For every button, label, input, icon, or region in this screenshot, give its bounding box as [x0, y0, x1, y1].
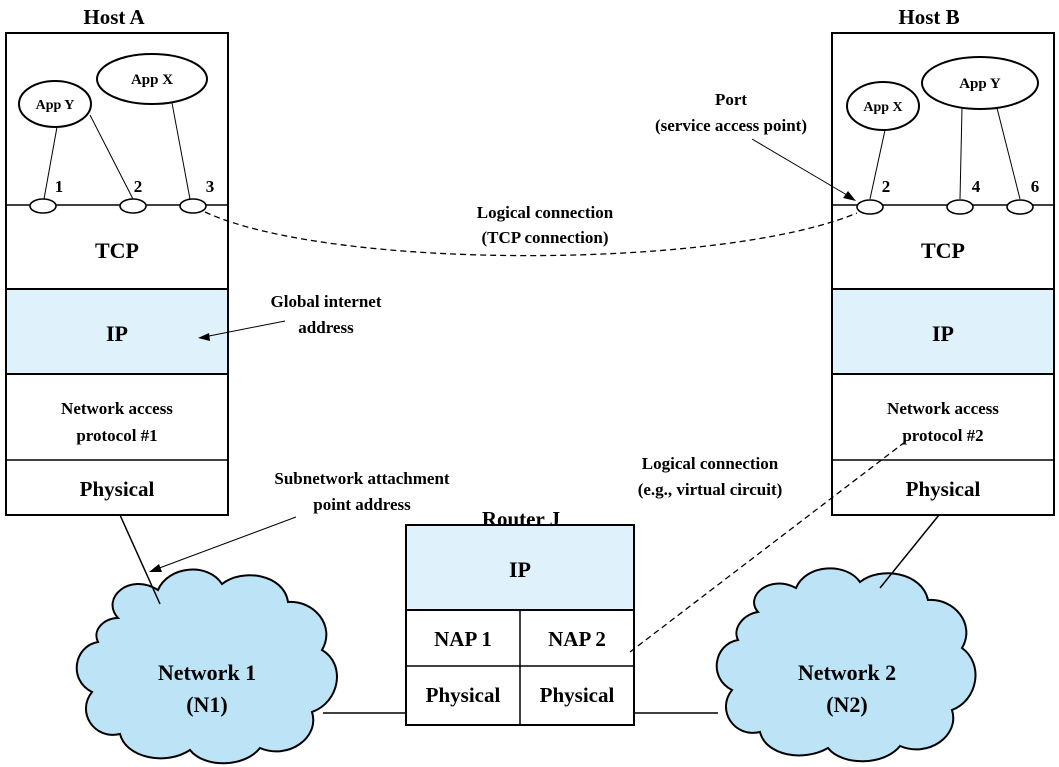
tcp-logical-connection — [204, 211, 858, 257]
router-physical2-label: Physical — [540, 683, 615, 707]
host-a: Host A TCP IP Network access protocol #1… — [5, 5, 229, 516]
host-b-port-4-number: 4 — [972, 177, 981, 196]
host-b-app-x-label: App X — [863, 100, 902, 115]
host-b-app-x — [846, 81, 920, 131]
link-host-b-network-2 — [879, 514, 940, 589]
network-1: Network 1 (N1) — [75, 568, 338, 765]
host-b-port-6-number: 6 — [1031, 177, 1040, 196]
host-a-port-2-number: 2 — [134, 177, 143, 196]
host-b-nap-line1: Network access — [887, 399, 999, 418]
host-b-port-2 — [856, 199, 884, 215]
host-b-title: Host B — [898, 5, 959, 29]
router-ip-layer — [405, 524, 635, 611]
virtual-circuit-logical-connection — [629, 441, 906, 653]
network-2-line1: Network 2 — [798, 660, 896, 685]
router-nap1-label: NAP 1 — [434, 627, 492, 651]
router-nap2-label: NAP 2 — [548, 627, 606, 651]
link-host-a-network-1 — [119, 514, 161, 605]
host-b-link-appx-port2 — [869, 129, 886, 200]
host-a-app-y-label: App Y — [36, 98, 75, 113]
network-1-line1: Network 1 — [158, 660, 256, 685]
host-a-tcp-label: TCP — [95, 238, 139, 263]
host-a-physical-label: Physical — [80, 477, 155, 501]
host-a-app-y — [18, 80, 92, 128]
host-a-port-2 — [119, 198, 147, 214]
host-b-nap-line2: protocol #2 — [902, 426, 983, 445]
host-a-port-1-number: 1 — [55, 177, 64, 196]
tcp-connection-label-line1: Logical connection — [477, 203, 614, 222]
global-address-annotation-line1: Global internet — [271, 292, 382, 311]
host-a-nap-line2: protocol #1 — [76, 426, 157, 445]
host-a-link-appy-port1 — [43, 126, 58, 200]
host-b-physical-label: Physical — [906, 477, 981, 501]
host-a-port-3 — [179, 198, 207, 214]
global-address-arrowhead — [198, 333, 210, 341]
host-a-port-3-number: 3 — [206, 177, 215, 196]
network-2-line2: (N2) — [826, 692, 868, 717]
host-b-app-y — [921, 56, 1039, 110]
network-1-line2: (N1) — [186, 692, 228, 717]
port-annotation-line2: (service access point) — [655, 116, 807, 135]
router-ip-label: IP — [509, 557, 531, 582]
router-j: Router J IP NAP 1 NAP 2 Physical Physica… — [405, 507, 635, 726]
network-2: Network 2 (N2) — [715, 567, 977, 763]
host-b-ip-label: IP — [932, 321, 954, 346]
port-annotation-arrow — [751, 138, 853, 199]
global-address-arrow — [203, 320, 286, 338]
router-physical1-label: Physical — [426, 683, 501, 707]
host-a-title: Host A — [83, 5, 145, 29]
host-b: Host B TCP IP Network access protocol #2… — [831, 5, 1055, 516]
subnet-address-annotation-line1: Subnetwork attachment — [274, 469, 450, 488]
host-a-ip-layer — [5, 288, 229, 375]
host-b-link-appy-port4 — [959, 107, 963, 200]
host-b-ip-layer — [831, 288, 1055, 375]
port-annotation-arrowhead — [843, 191, 856, 201]
network-1-cloud — [75, 568, 338, 765]
host-b-port-4 — [946, 199, 974, 215]
global-address-annotation-line2: address — [298, 318, 354, 337]
host-b-app-y-label: App Y — [959, 76, 1001, 92]
virtual-circuit-annotation-line1: Logical connection — [642, 454, 779, 473]
tcp-connection-label-line2: (TCP connection) — [481, 228, 608, 247]
host-b-link-appy-port6 — [996, 107, 1021, 200]
host-a-link-appx-port3 — [171, 102, 191, 200]
virtual-circuit-annotation-line2: (e.g., virtual circuit) — [638, 480, 783, 499]
network-2-cloud — [715, 567, 977, 763]
subnet-address-arrowhead — [149, 564, 162, 572]
host-a-port-1 — [29, 198, 57, 214]
host-a-link-appy-port2 — [89, 114, 134, 200]
port-annotation-line1: Port — [715, 90, 747, 109]
host-a-nap-line1: Network access — [61, 399, 173, 418]
host-b-tcp-label: TCP — [921, 238, 965, 263]
host-b-port-6 — [1006, 199, 1034, 215]
subnet-address-annotation-line2: point address — [313, 495, 411, 514]
host-a-app-x — [96, 53, 208, 105]
host-a-app-x-label: App X — [131, 72, 173, 88]
host-a-ip-label: IP — [106, 321, 128, 346]
subnet-address-arrow — [153, 516, 297, 571]
host-b-port-2-number: 2 — [882, 177, 891, 196]
